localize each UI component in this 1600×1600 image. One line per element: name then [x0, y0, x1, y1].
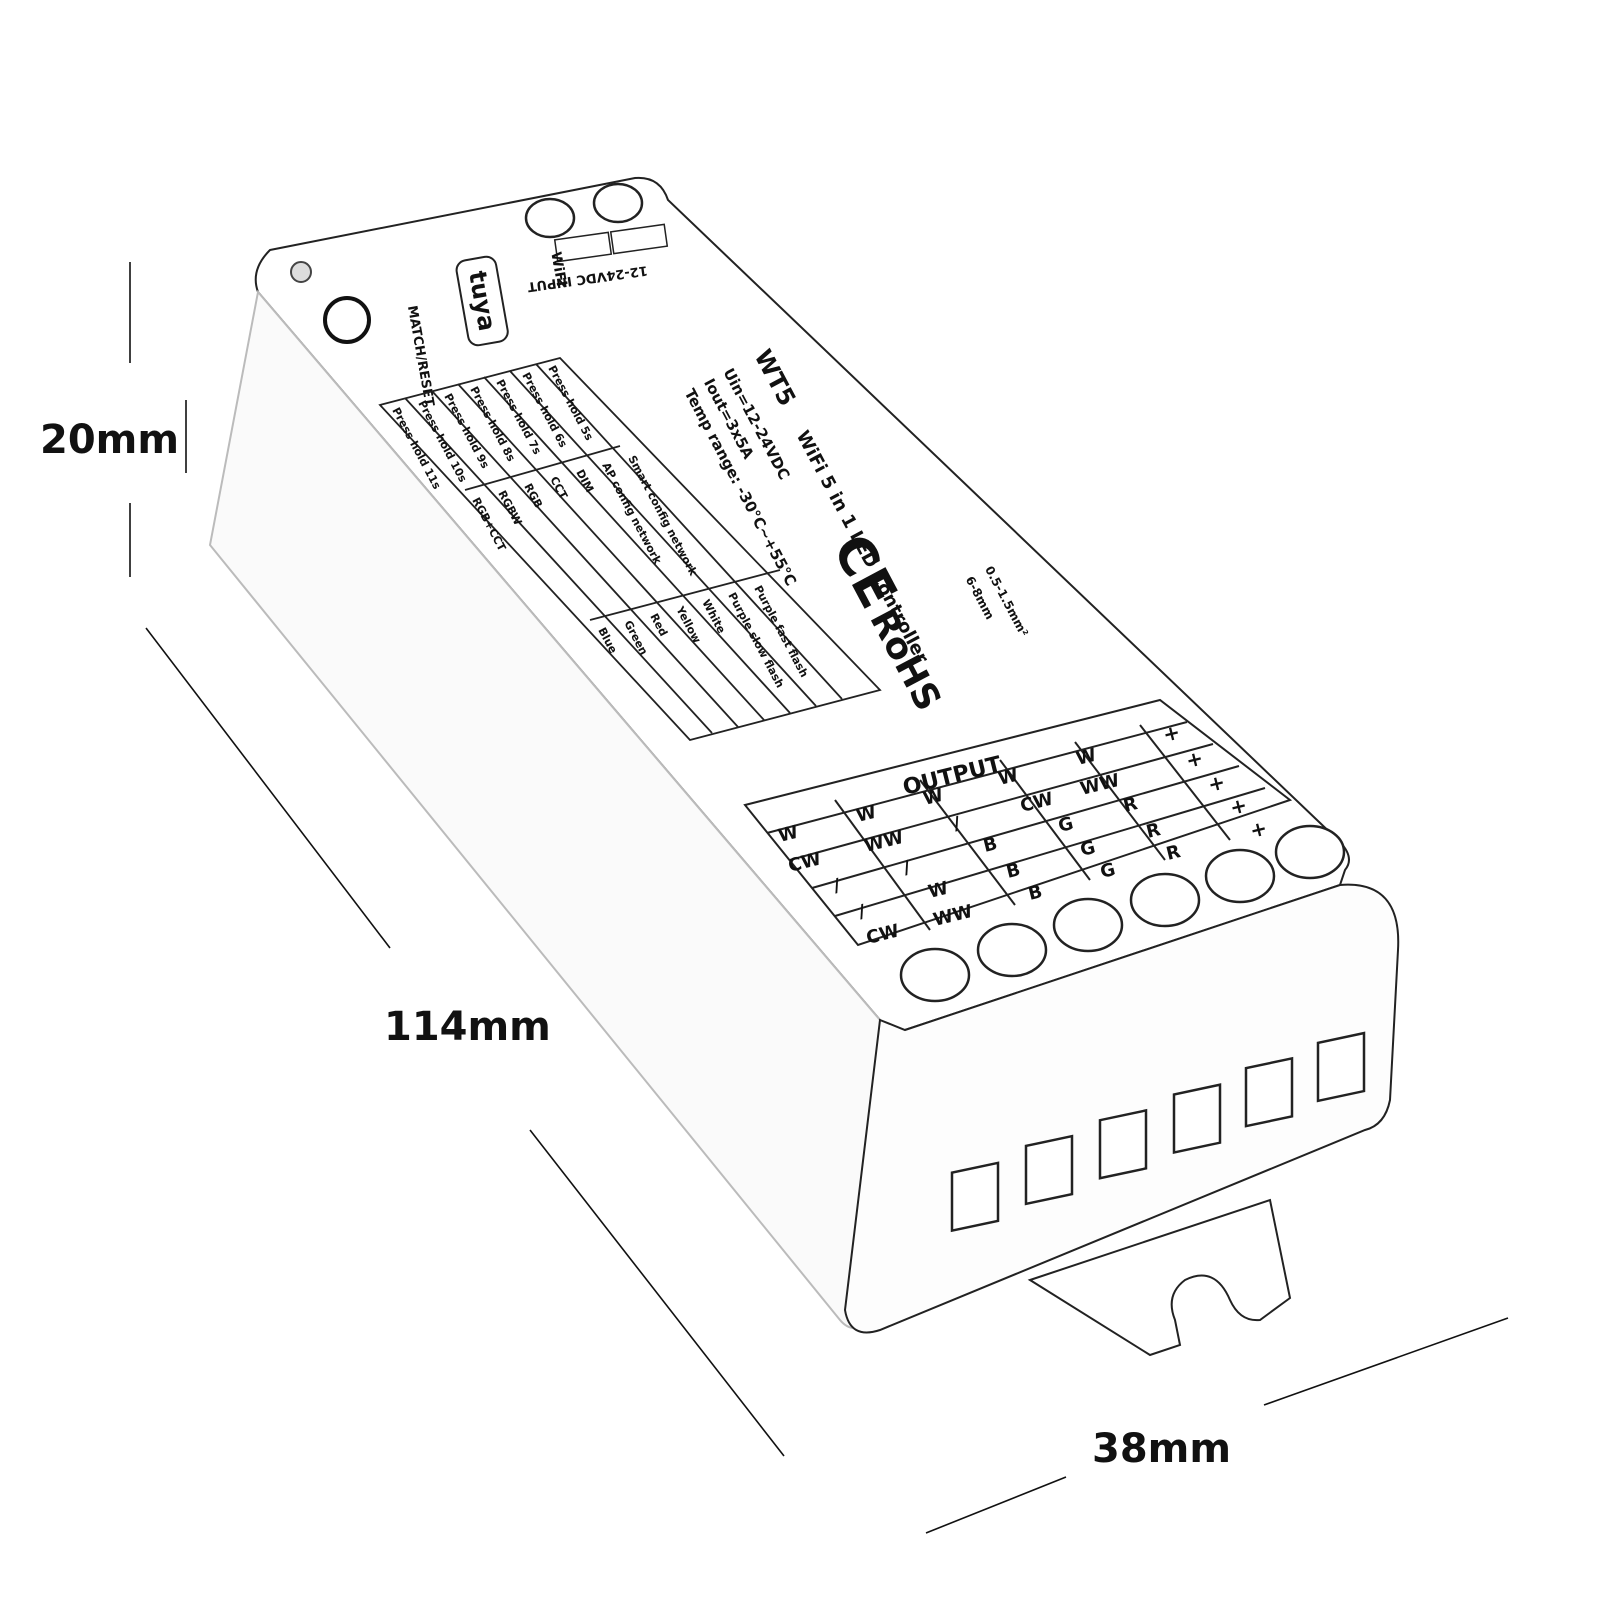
terminal-slot [1316, 1031, 1366, 1103]
input-screws [524, 182, 644, 239]
terminal-screw [899, 947, 971, 1003]
terminal-screw [1129, 872, 1201, 928]
output-cell: + [1183, 746, 1205, 773]
width-dimension-label: 38mm [1092, 1426, 1231, 1472]
output-cell: / [951, 813, 963, 835]
output-cell: / [856, 901, 868, 923]
output-cell: + [1205, 770, 1227, 797]
controller-housing [208, 176, 1400, 1357]
wifi-label: WiFi [547, 251, 569, 288]
output-cell: / [901, 857, 913, 879]
output-cell: + [1247, 816, 1269, 843]
terminal-screw [1274, 824, 1346, 880]
output-cell: B [1004, 859, 1022, 883]
terminal-screw [1052, 897, 1124, 953]
output-cell: G [1056, 813, 1075, 837]
dimension-lines [129, 262, 1509, 1534]
terminal-slot [1024, 1134, 1074, 1206]
terminal-slots [950, 1031, 1366, 1233]
output-cell: + [1227, 793, 1249, 820]
terminal-slot [1098, 1108, 1148, 1180]
output-cell: G [1078, 837, 1097, 861]
output-cell: + [1160, 720, 1182, 747]
input-screw [592, 182, 644, 224]
output-cell: R [1121, 793, 1140, 817]
match-reset-button[interactable] [323, 296, 371, 344]
input-polarity-box [553, 223, 669, 263]
terminal-screw [976, 922, 1048, 978]
terminal-slot [1244, 1056, 1294, 1128]
output-cell: R [1144, 819, 1163, 843]
status-led [290, 261, 312, 283]
output-cell: B [1026, 881, 1044, 905]
output-cell: R [1164, 841, 1183, 865]
output-cell: / [831, 875, 843, 897]
output-cell: B [981, 833, 999, 857]
terminal-slot [1172, 1083, 1222, 1154]
width-dim-line-left [925, 1476, 1067, 1534]
length-dim-line-lower [529, 1129, 785, 1457]
tuya-logo: tuya [455, 255, 509, 347]
press-hold-table [378, 356, 882, 742]
length-dim-line-upper [145, 627, 391, 949]
terminal-slot [950, 1161, 1000, 1233]
input-screw [524, 197, 576, 239]
output-cell: G [1098, 859, 1117, 883]
length-dimension-label: 114mm [384, 1004, 551, 1050]
terminal-screw [1204, 848, 1276, 904]
height-dimension-label: 20mm [40, 417, 179, 463]
terminal-screws [899, 824, 1346, 1003]
output-table [743, 698, 1293, 947]
mounting-tab [1027, 1198, 1292, 1357]
width-dim-line-right [1263, 1317, 1509, 1406]
